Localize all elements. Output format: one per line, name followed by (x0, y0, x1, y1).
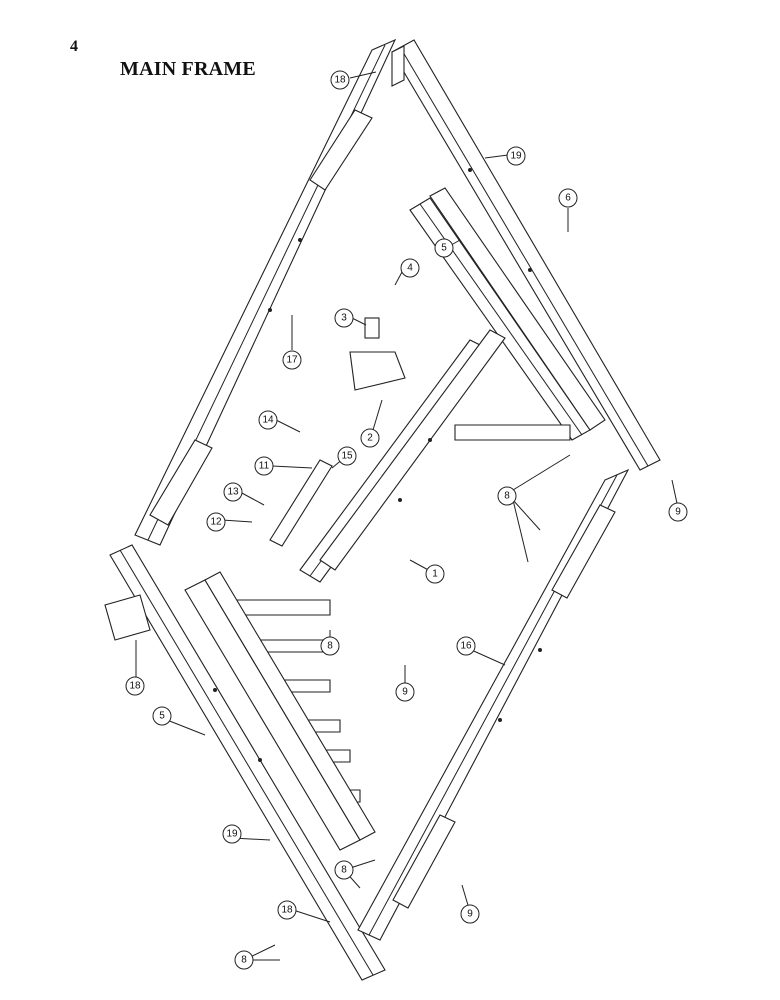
callout-5-upper: 5 (434, 238, 454, 258)
svg-text:11: 11 (259, 461, 270, 472)
callout-8-right: 8 (497, 486, 517, 506)
callout-2: 2 (360, 428, 380, 448)
callout-8-center: 8 (320, 636, 340, 656)
svg-text:13: 13 (227, 487, 239, 498)
svg-text:3: 3 (341, 313, 347, 324)
svg-text:14: 14 (262, 415, 274, 426)
svg-text:19: 19 (226, 829, 238, 840)
svg-text:8: 8 (341, 865, 347, 876)
callout-19-lower: 19 (222, 824, 242, 844)
svg-text:8: 8 (504, 491, 510, 502)
svg-text:19: 19 (510, 151, 522, 162)
callout-5-lower: 5 (152, 706, 172, 726)
svg-text:5: 5 (159, 711, 165, 722)
inner-channel-right (409, 187, 606, 441)
svg-text:9: 9 (402, 687, 408, 698)
svg-text:9: 9 (467, 909, 473, 920)
callout-6: 6 (558, 188, 578, 208)
svg-text:18: 18 (129, 681, 141, 692)
lower-left-rail (104, 544, 386, 981)
callout-11: 11 (254, 456, 274, 476)
svg-text:6: 6 (565, 193, 571, 204)
svg-text:4: 4 (407, 263, 413, 274)
svg-text:18: 18 (334, 75, 346, 86)
callout-9-center: 9 (395, 682, 415, 702)
svg-text:8: 8 (327, 641, 333, 652)
callout-15: 15 (337, 446, 357, 466)
callout-8-bottom: 8 (234, 950, 254, 970)
callout-8-lower: 8 (334, 860, 354, 880)
callout-19-top: 19 (506, 146, 526, 166)
callout-4: 4 (400, 258, 420, 278)
callout-16: 16 (456, 636, 476, 656)
upper-left-rail (134, 38, 397, 546)
svg-text:8: 8 (241, 955, 247, 966)
callout-18-bottom: 18 (277, 900, 297, 920)
callout-9-lower: 9 (460, 904, 480, 924)
svg-text:15: 15 (341, 451, 353, 462)
callout-18-top: 18 (330, 70, 350, 90)
center-beam (299, 329, 506, 583)
inner-channel-left (184, 571, 376, 851)
callout-12: 12 (206, 512, 226, 532)
callout-1: 1 (425, 564, 445, 584)
svg-text:12: 12 (210, 517, 222, 528)
callout-14: 14 (258, 410, 278, 430)
holes (213, 168, 542, 762)
svg-text:9: 9 (675, 507, 681, 518)
svg-text:2: 2 (367, 433, 373, 444)
center-bracket (349, 317, 406, 391)
svg-text:17: 17 (286, 355, 298, 366)
callout-13: 13 (223, 482, 243, 502)
svg-text:16: 16 (460, 641, 472, 652)
small-channel-11 (269, 459, 333, 547)
callout-3: 3 (334, 308, 354, 328)
callout-9-right: 9 (668, 502, 688, 522)
svg-text:1: 1 (432, 569, 438, 580)
svg-text:5: 5 (441, 243, 447, 254)
callout-17: 17 (282, 350, 302, 370)
page-number: 4 (70, 38, 78, 55)
page-title: MAIN FRAME (120, 58, 256, 80)
svg-text:18: 18 (281, 905, 293, 916)
lower-right-rail (357, 468, 630, 941)
upper-right-rail (391, 39, 661, 471)
callout-18-left: 18 (125, 676, 145, 696)
